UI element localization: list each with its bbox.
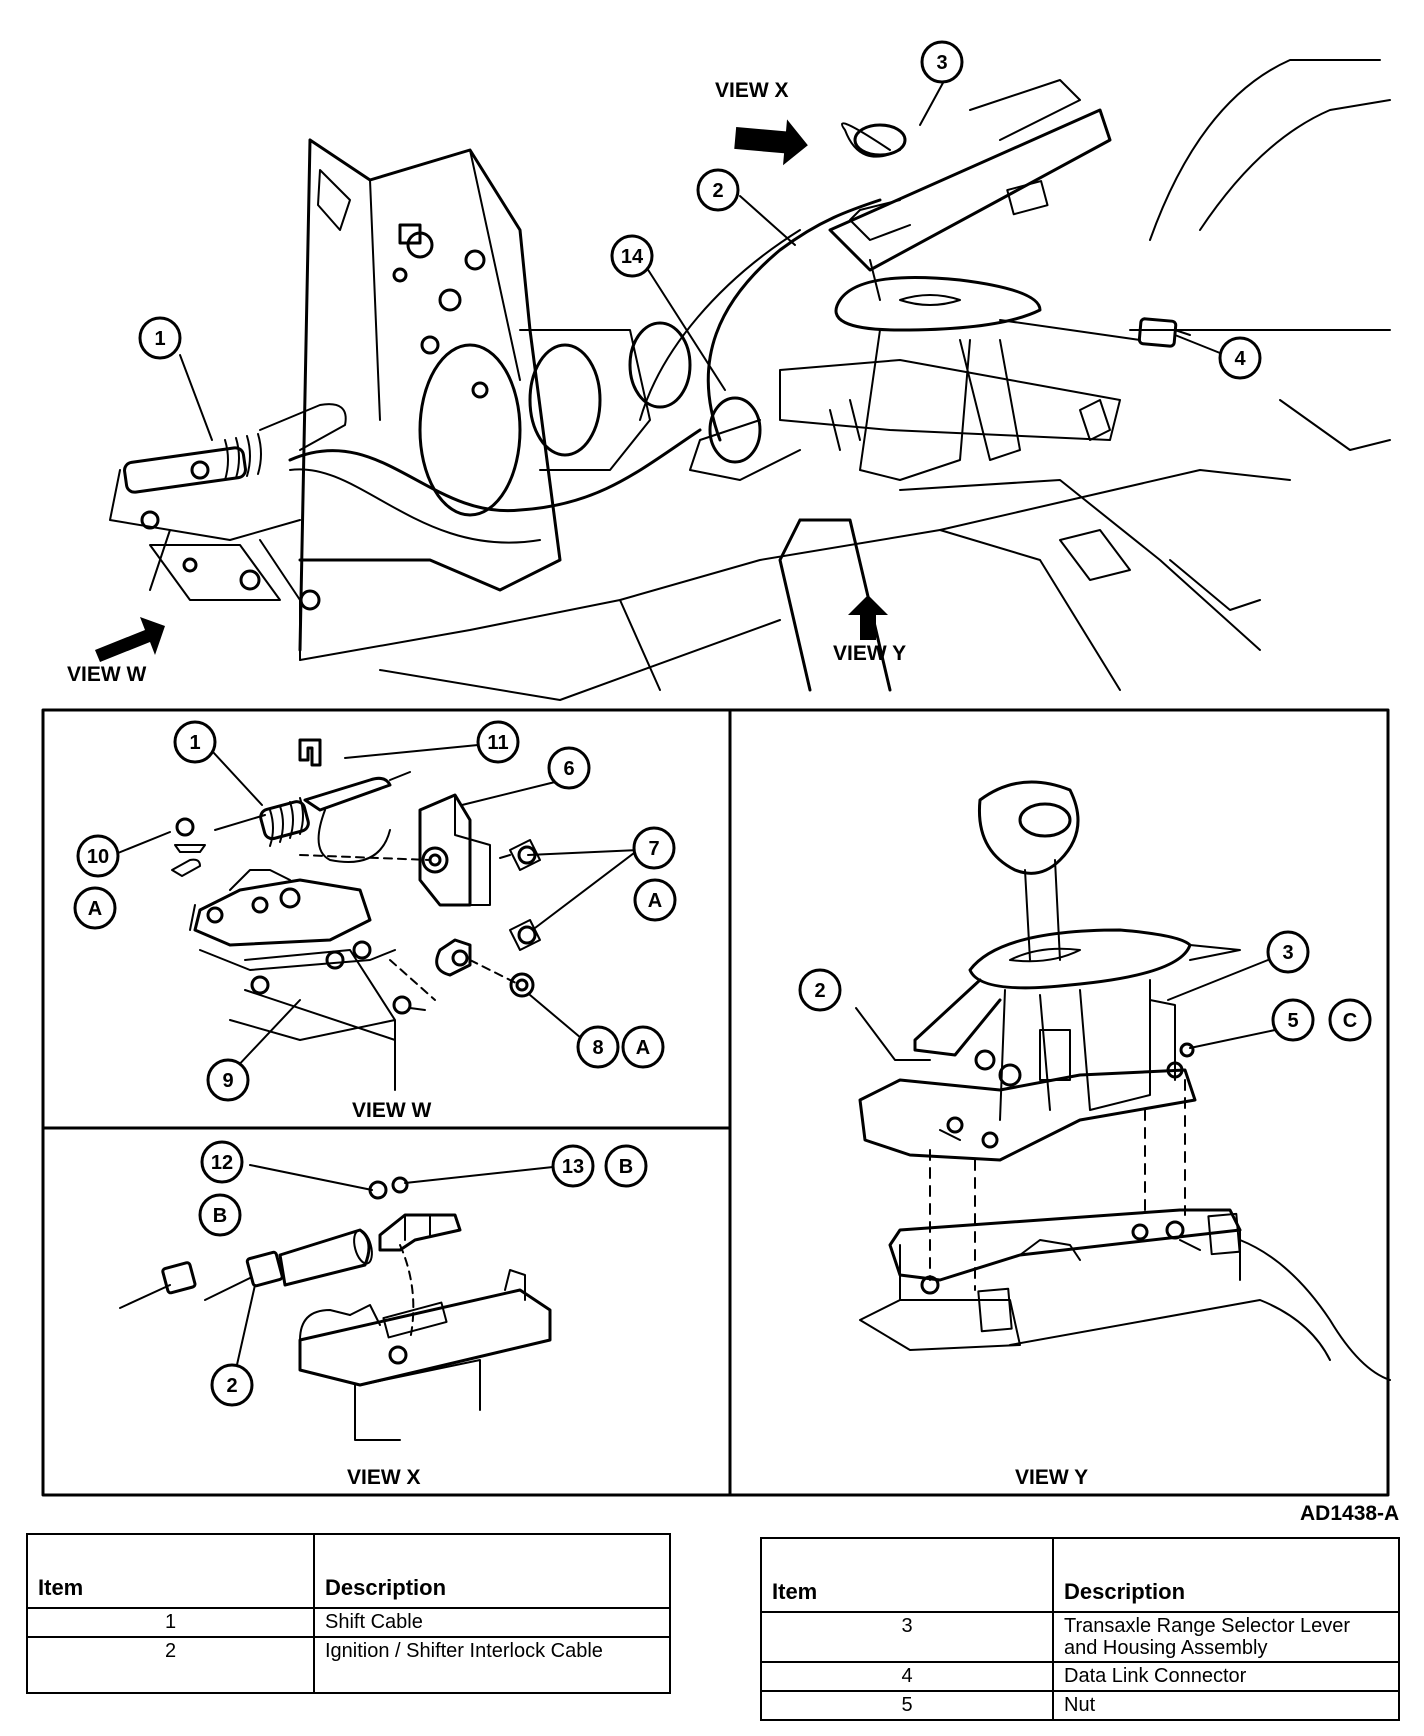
table-row: 1 Shift Cable — [26, 1607, 671, 1638]
legend-table-right: Item Description 3 Transaxle Range Selec… — [760, 1537, 1400, 1721]
callout-label: 10 — [87, 846, 109, 868]
callout-label: 4 — [1234, 348, 1246, 370]
callout-circle — [1218, 336, 1262, 380]
main-overview — [95, 40, 1391, 701]
panel-x-title: VIEW X — [347, 1466, 421, 1489]
view-y-arrow — [848, 595, 888, 640]
table-row: 5 Nut — [760, 1690, 1400, 1721]
legend-description: Data Link Connector — [1052, 1661, 1400, 1692]
callout-circle — [198, 1193, 242, 1237]
callout-circle — [610, 234, 654, 278]
panel-w-title: VIEW W — [352, 1099, 432, 1122]
callout-label: 13 — [562, 1156, 584, 1178]
table-row: 3 Transaxle Range Selector Lever and Hou… — [760, 1611, 1400, 1663]
callout-circle — [206, 1058, 250, 1102]
callout-label: A — [648, 890, 662, 912]
callout-circle — [200, 1140, 244, 1184]
view-y-label: VIEW Y — [833, 642, 906, 665]
legend-description: Transaxle Range Selector Lever and Housi… — [1052, 1611, 1400, 1663]
callout-circle — [1266, 930, 1310, 974]
table-row: 2 Ignition / Shifter Interlock Cable — [26, 1636, 671, 1694]
callout-label: B — [619, 1156, 633, 1178]
legend-item: 2 — [26, 1636, 315, 1694]
legend-description: Ignition / Shifter Interlock Cable — [313, 1636, 671, 1694]
interlock-cable-line — [706, 198, 882, 442]
callout-circle — [632, 826, 676, 870]
y-shift-bezel — [968, 928, 1192, 990]
shift-cable-line — [288, 428, 702, 513]
callout-label: 12 — [211, 1152, 233, 1174]
legend-item: 5 — [760, 1690, 1054, 1721]
callout-circle — [920, 40, 964, 84]
legend-table-left: Item Description 1 Shift Cable 2 Ignitio… — [26, 1533, 671, 1694]
callout-label: B — [213, 1205, 227, 1227]
legend-description: Shift Cable — [313, 1607, 671, 1638]
callout-label: 11 — [487, 732, 508, 754]
table-row: 4 Data Link Connector — [760, 1661, 1400, 1692]
callout-circle — [547, 746, 591, 790]
callout-circle — [604, 1144, 648, 1188]
view-x-arrow — [734, 119, 808, 166]
legend-item: 4 — [760, 1661, 1054, 1692]
callout-label: 2 — [712, 180, 723, 202]
panel-view-x — [119, 1140, 648, 1441]
callout-circle — [576, 1025, 620, 1069]
callout-circle — [138, 316, 182, 360]
callout-circle — [76, 834, 120, 878]
callout-circle — [1271, 998, 1315, 1042]
callout-label: 7 — [648, 838, 659, 860]
panel-view-y — [798, 780, 1391, 1381]
callout-circle — [1328, 998, 1372, 1042]
callout-circle — [551, 1144, 595, 1188]
legend-item: 3 — [760, 1611, 1054, 1663]
panel-frames — [41, 708, 1390, 1497]
figure-code: AD1438-A — [1300, 1502, 1400, 1525]
callout-circle — [476, 720, 520, 764]
firewall-panel — [298, 138, 562, 652]
callout-label: 3 — [1282, 942, 1293, 964]
legend-item: 1 — [26, 1607, 315, 1638]
callout-circle — [798, 968, 842, 1012]
main-shifter — [689, 79, 1191, 481]
legend-description: Nut — [1052, 1690, 1400, 1721]
callout-label: 5 — [1287, 1010, 1298, 1032]
callout-label: 8 — [592, 1037, 603, 1059]
callout-circle — [173, 720, 217, 764]
diagram-canvas: VIEW X VIEW W VIEW Y 1 2 3 4 14 1 11 6 1… — [41, 40, 1391, 1497]
panel-y-title: VIEW Y — [1015, 1466, 1088, 1489]
callout-label: 9 — [222, 1070, 233, 1092]
callout-label: 14 — [621, 246, 644, 268]
callout-circle — [73, 886, 117, 930]
legend-header-description: Description — [313, 1533, 671, 1609]
legend-header-description: Description — [1052, 1537, 1400, 1613]
callout-circle — [210, 1363, 254, 1407]
callout-label: A — [88, 898, 102, 920]
callout-label: 6 — [563, 758, 574, 780]
callout-label: 3 — [936, 52, 947, 74]
callout-label: 1 — [189, 732, 200, 754]
callout-circle — [696, 168, 740, 212]
callout-label: 2 — [814, 980, 825, 1002]
view-w-label: VIEW W — [67, 663, 147, 686]
panel-view-w — [73, 720, 677, 1102]
legend-header-item: Item — [760, 1537, 1054, 1613]
callout-label: 2 — [226, 1375, 237, 1397]
callout-circle — [621, 1025, 665, 1069]
view-w-arrow — [95, 617, 165, 662]
callout-circle — [633, 878, 677, 922]
callout-label: A — [636, 1037, 650, 1059]
callout-label: C — [1343, 1010, 1357, 1032]
view-x-label: VIEW X — [715, 79, 789, 102]
callout-label: 1 — [154, 328, 165, 350]
console-tunnel — [778, 518, 892, 692]
firewall-opening — [418, 343, 522, 517]
legend-header-item: Item — [26, 1533, 315, 1609]
main-shift-bezel — [834, 276, 1042, 332]
